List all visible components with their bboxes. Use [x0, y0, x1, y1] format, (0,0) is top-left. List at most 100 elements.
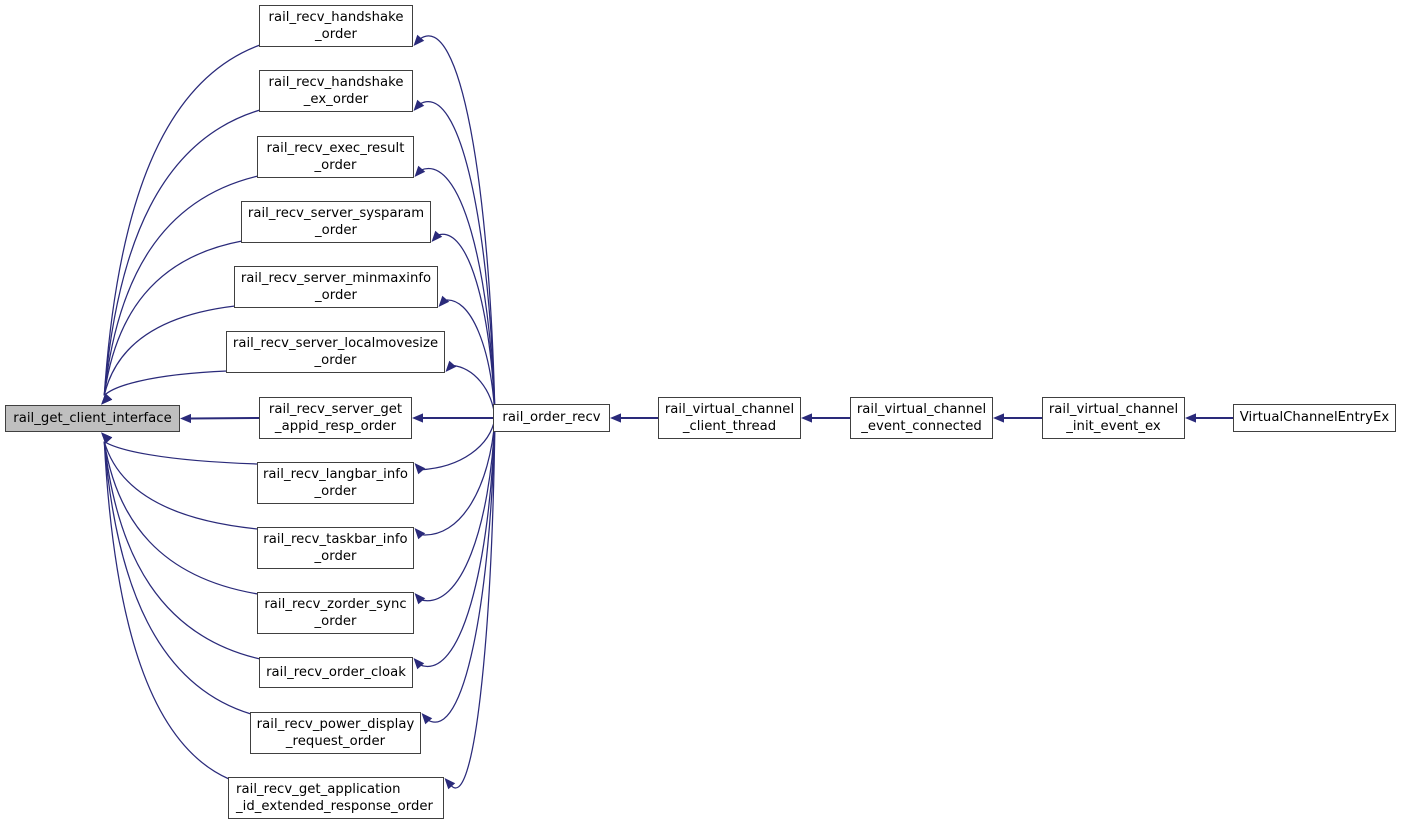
graph-node-label: rail_virtual_channel _init_event_ex	[1048, 401, 1179, 434]
edge-path	[420, 417, 496, 471]
edge-rail-order-recv-to-rail-recv-langbar-info-order	[414, 417, 496, 475]
graph-node-rail-recv-zorder-sync-order[interactable]: rail_recv_zorder_sync _order	[257, 592, 414, 634]
edge-VirtualChannelEntryEx-to-rail-virtual-channel-init-event-ex	[1185, 413, 1233, 423]
edge-arrowhead	[414, 165, 426, 177]
edge-arrowhead	[1185, 413, 1196, 423]
edge-arrowhead	[101, 393, 113, 405]
edge-rail-recv-zorder-sync-order-to-rail-get-client-interface	[101, 432, 259, 595]
edge-arrowhead	[101, 393, 113, 405]
graph-node-rail-recv-server-minmaxinfo-order[interactable]: rail_recv_server_minmaxinfo _order	[234, 266, 438, 308]
edge-arrowhead	[421, 713, 433, 725]
edge-rail-recv-get-application-id-extended-response-order-to-rail-get-client-interface	[101, 432, 230, 780]
edge-arrowhead	[413, 658, 425, 670]
edge-path	[451, 364, 496, 419]
edge-path	[103, 441, 261, 660]
graph-node-rail-recv-server-get-appid-resp-order[interactable]: rail_recv_server_get _appid_resp_order	[259, 397, 412, 439]
edge-path	[103, 370, 228, 396]
graph-node-rail-recv-get-application-id-extended-response-order[interactable]: rail_recv_get_application _id_extended_r…	[228, 777, 444, 819]
edge-rail-virtual-channel-client-thread-to-rail-order-recv	[610, 413, 658, 423]
edge-arrowhead	[180, 413, 191, 424]
edge-path	[420, 417, 496, 536]
edge-path	[449, 417, 496, 789]
edge-arrowhead	[414, 463, 426, 475]
edge-path	[103, 441, 252, 715]
graph-node-VirtualChannelEntryEx[interactable]: VirtualChannelEntryEx	[1233, 404, 1396, 432]
graph-node-rail-order-recv[interactable]: rail_order_recv	[493, 404, 610, 432]
edge-rail-order-recv-to-rail-recv-server-sysparam-order	[431, 230, 496, 419]
edge-arrowhead	[445, 360, 457, 372]
graph-node-label: rail_recv_server_sysparam _order	[247, 205, 425, 238]
graph-node-rail-recv-taskbar-info-order[interactable]: rail_recv_taskbar_info _order	[257, 527, 414, 569]
edge-arrowhead	[101, 432, 113, 444]
graph-node-label: rail_recv_langbar_info _order	[262, 466, 409, 499]
edge-path	[103, 441, 259, 530]
graph-node-label: VirtualChannelEntryEx	[1239, 410, 1390, 426]
edge-rail-order-recv-to-rail-recv-server-minmaxinfo-order	[438, 295, 496, 419]
edge-path	[103, 441, 259, 595]
graph-node-label: rail_recv_server_minmaxinfo _order	[240, 270, 432, 303]
graph-node-rail-recv-server-localmovesize-order[interactable]: rail_recv_server_localmovesize _order	[226, 331, 445, 373]
edge-path	[189, 417, 260, 420]
graph-node-rail-recv-langbar-info-order[interactable]: rail_recv_langbar_info _order	[257, 462, 414, 504]
graph-node-label: rail_virtual_channel _client_thread	[664, 401, 795, 434]
graph-node-label: rail_virtual_channel _event_connected	[856, 401, 987, 434]
edge-rail-order-recv-to-rail-recv-get-application-id-extended-response-order	[444, 417, 496, 790]
edge-path	[437, 233, 496, 419]
edge-rail-order-recv-to-rail-recv-server-get-appid-resp-order	[412, 413, 493, 423]
edge-path	[103, 240, 243, 396]
edge-path	[103, 441, 230, 780]
edge-rail-virtual-channel-event-connected-to-rail-virtual-channel-client-thread	[801, 413, 850, 423]
edge-rail-order-recv-to-rail-recv-taskbar-info-order	[414, 417, 496, 540]
graph-node-rail-virtual-channel-init-event-ex[interactable]: rail_virtual_channel _init_event_ex	[1042, 397, 1185, 439]
edge-arrowhead	[101, 432, 113, 444]
edge-rail-virtual-channel-init-event-ex-to-rail-virtual-channel-event-connected	[993, 413, 1042, 423]
edge-rail-recv-langbar-info-order-to-rail-get-client-interface	[101, 432, 259, 465]
edge-arrowhead	[431, 230, 443, 242]
graph-node-rail-virtual-channel-event-connected[interactable]: rail_virtual_channel _event_connected	[850, 397, 993, 439]
edge-arrowhead	[101, 432, 113, 444]
edge-arrowhead	[413, 34, 425, 46]
edge-rail-recv-power-display-request-order-to-rail-get-client-interface	[101, 432, 252, 715]
graph-node-label: rail_recv_order_cloak	[266, 664, 406, 680]
graph-node-rail-recv-handshake-order[interactable]: rail_recv_handshake _order	[259, 5, 413, 47]
graph-node-label: rail_recv_taskbar_info _order	[263, 531, 408, 564]
graph-node-rail-virtual-channel-client-thread[interactable]: rail_virtual_channel _client_thread	[658, 397, 801, 439]
edge-arrowhead	[101, 432, 113, 444]
graph-node-rail-recv-exec-result-order[interactable]: rail_recv_exec_result _order	[257, 136, 414, 178]
edge-rail-recv-server-get-appid-resp-order-to-rail-get-client-interface	[180, 413, 260, 424]
edge-path	[103, 305, 236, 396]
graph-node-label: rail_recv_get_application _id_extended_r…	[236, 781, 434, 814]
graph-node-label: rail_recv_zorder_sync _order	[264, 596, 407, 629]
graph-node-label: rail_order_recv	[502, 410, 601, 426]
graph-node-label: rail_recv_server_get _appid_resp_order	[268, 401, 403, 434]
edge-arrowhead	[444, 778, 456, 790]
graph-node-rail-recv-order-cloak[interactable]: rail_recv_order_cloak	[259, 657, 413, 688]
edge-path	[420, 417, 496, 602]
edge-path	[103, 440, 259, 465]
edge-rail-order-recv-to-rail-recv-power-display-request-order	[421, 417, 496, 725]
edge-rail-recv-order-cloak-to-rail-get-client-interface	[101, 432, 261, 660]
edge-rail-recv-server-sysparam-order-to-rail-get-client-interface	[101, 240, 243, 405]
edge-arrowhead	[101, 393, 113, 405]
edge-arrowhead	[101, 393, 113, 405]
edge-arrowhead	[993, 413, 1004, 423]
edge-arrowhead	[101, 393, 113, 405]
graph-node-label: rail_recv_server_localmovesize _order	[232, 335, 439, 368]
graph-node-label: rail_recv_exec_result _order	[266, 140, 405, 173]
edge-arrowhead	[412, 413, 423, 423]
edge-rail-order-recv-to-rail-recv-zorder-sync-order	[414, 417, 496, 605]
edge-arrowhead	[101, 432, 113, 444]
graph-node-rail-recv-power-display-request-order[interactable]: rail_recv_power_display _request_order	[250, 712, 421, 754]
graph-node-label: rail_get_client_interface	[13, 410, 172, 426]
edge-arrowhead	[801, 413, 812, 423]
graph-node-rail-recv-server-sysparam-order[interactable]: rail_recv_server_sysparam _order	[241, 201, 431, 243]
graph-node-rail-get-client-interface[interactable]: rail_get_client_interface	[5, 405, 180, 432]
edge-path	[419, 417, 496, 668]
edge-rail-recv-server-minmaxinfo-order-to-rail-get-client-interface	[101, 305, 236, 405]
graph-node-rail-recv-handshake-ex-order[interactable]: rail_recv_handshake _ex_order	[259, 70, 413, 112]
edge-path	[427, 417, 496, 723]
edge-rail-recv-server-localmovesize-order-to-rail-get-client-interface	[101, 370, 228, 405]
graph-node-label: rail_recv_handshake _order	[268, 9, 404, 42]
edge-arrowhead	[610, 413, 621, 423]
edge-arrowhead	[414, 593, 426, 605]
